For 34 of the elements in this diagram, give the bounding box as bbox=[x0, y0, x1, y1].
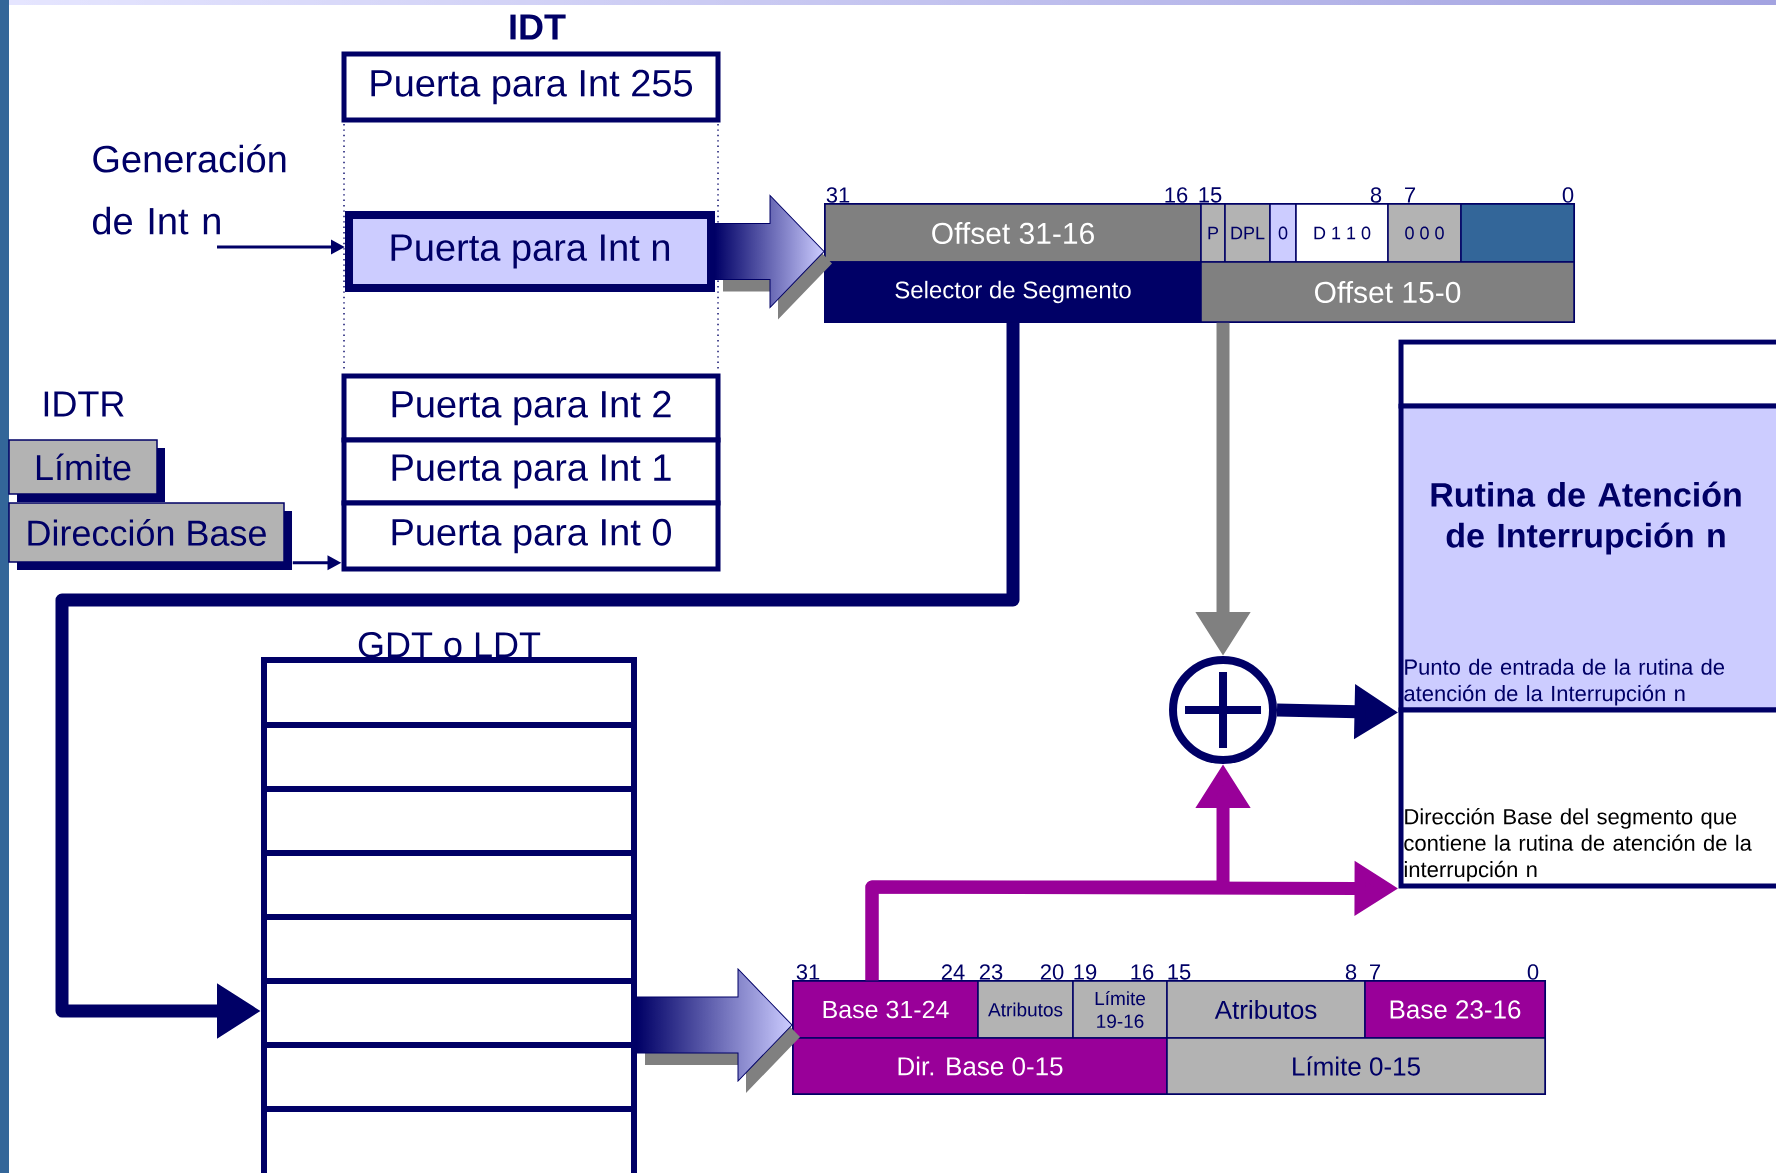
bit-number: 23 bbox=[979, 964, 1003, 980]
routine-title: Rutina de Atención de Interrupción n bbox=[1431, 481, 1741, 555]
bit-number: 7 bbox=[1370, 964, 1381, 980]
bit-number: 16 bbox=[1131, 964, 1154, 980]
bit-number: 31 bbox=[796, 964, 820, 980]
gate-entry: Puerta para Int 2 bbox=[341, 373, 721, 443]
caption-text: Generación de Int n bbox=[93, 144, 286, 235]
bit-number: 15 bbox=[1168, 964, 1191, 980]
register-label: IDTR bbox=[44, 391, 124, 417]
descriptor-table bbox=[261, 632, 637, 1173]
bit-number: 20 bbox=[1040, 964, 1064, 980]
bit-number: 31 bbox=[826, 187, 850, 203]
bit-number: 0 bbox=[1562, 187, 1574, 203]
gate-entry: Puerta para Int 1 bbox=[341, 437, 721, 506]
gate-entry: Puerta para Int 0 bbox=[341, 500, 721, 572]
bit-number: 8 bbox=[1370, 187, 1382, 203]
block-arrow bbox=[714, 195, 832, 320]
bit-number: 19 bbox=[1074, 964, 1097, 980]
gate-entry: Puerta para Int 255 bbox=[341, 51, 721, 123]
bit-number: 24 bbox=[941, 964, 965, 980]
block-arrow bbox=[636, 968, 800, 1093]
register-field: Límite bbox=[8, 439, 165, 502]
gate-entry: Puerta para Int n bbox=[345, 211, 715, 292]
bit-number: 16 bbox=[1165, 187, 1188, 203]
bit-number: 15 bbox=[1199, 187, 1222, 203]
entry-point-note: Punto de entrada de la rutina de atención de la Interrupción n bbox=[1404, 658, 1725, 706]
bit-number: 7 bbox=[1405, 187, 1416, 203]
bit-number: 8 bbox=[1345, 964, 1357, 980]
memory-region bbox=[1398, 707, 1776, 889]
table-title: GDT o LDT bbox=[358, 632, 541, 658]
bit-number: 0 bbox=[1527, 964, 1539, 980]
register-field: Dirección Base bbox=[8, 502, 292, 570]
segment-note: Dirección Base del segmento que contiene la rutina de atención de la interrupción n bbox=[1404, 808, 1752, 882]
adder-symbol bbox=[1169, 656, 1277, 764]
